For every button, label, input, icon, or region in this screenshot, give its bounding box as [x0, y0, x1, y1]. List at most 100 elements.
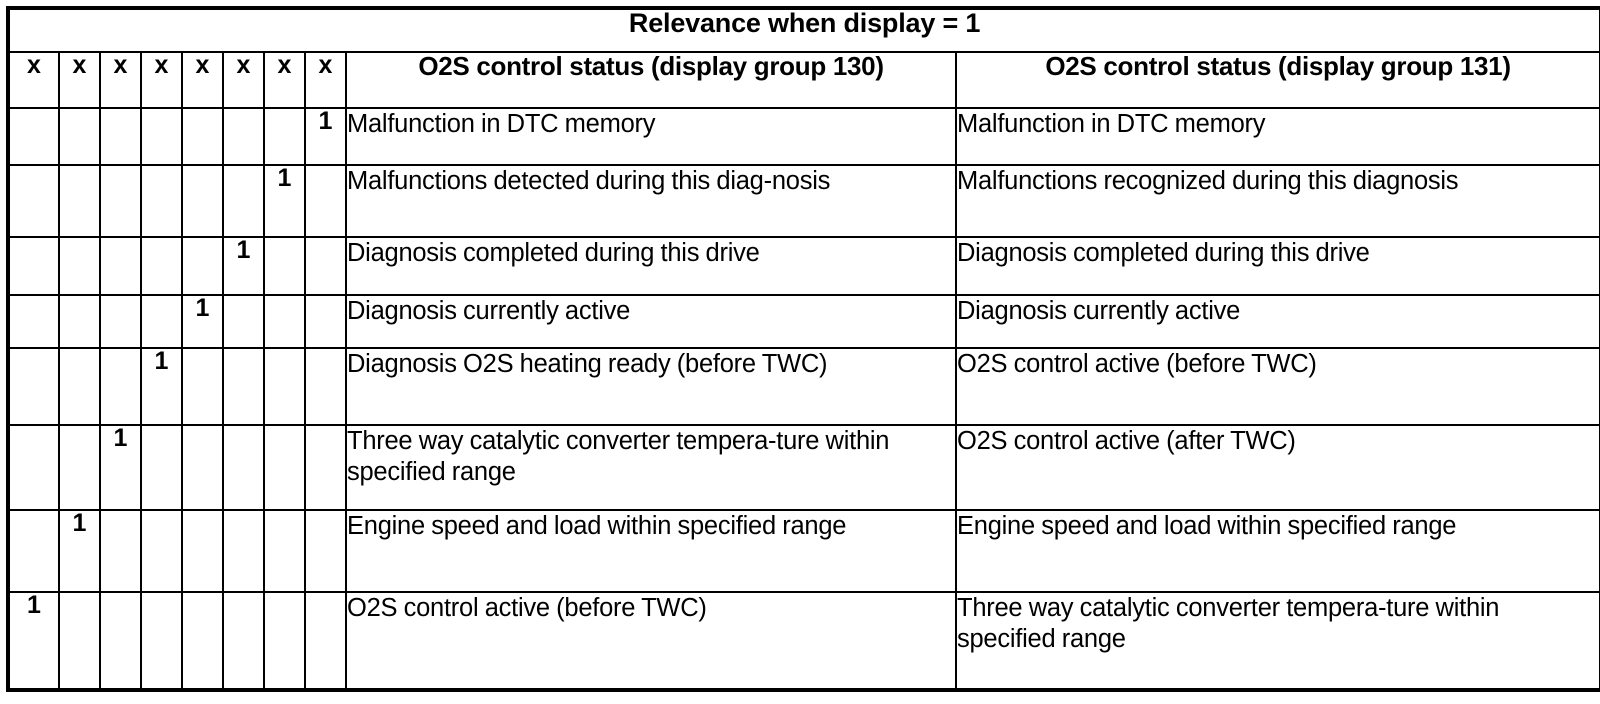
- bit-cell-6: [222, 107, 265, 166]
- table-row: 1 Engine speed and load within specified…: [7, 509, 1600, 593]
- column-header-group-131: O2S control status (display group 131): [954, 51, 1600, 109]
- bit-cell-8: [304, 347, 347, 426]
- bit-cell-4: [140, 107, 183, 166]
- bit-cell-2: [58, 424, 101, 511]
- column-header-group-130: O2S control status (display group 130): [345, 51, 957, 109]
- bit-cell-4: [140, 164, 183, 238]
- bit-marker: 1: [181, 294, 224, 349]
- bit-cell-5: [181, 347, 224, 426]
- o2s-control-status-table: Relevance when display = 1 x x x x x x x…: [6, 6, 1600, 692]
- bit-cell-3: [99, 164, 142, 238]
- bit-cell-1: [7, 107, 60, 166]
- description-group-130: Diagnosis currently active: [345, 294, 957, 349]
- bit-cell-3: [99, 347, 142, 426]
- bit-cell-1: [7, 236, 60, 296]
- bit-cell-2: [58, 294, 101, 349]
- table-row: 1 Diagnosis O2S heating ready (before TW…: [7, 347, 1600, 426]
- description-group-131: Malfunction in DTC memory: [954, 107, 1600, 166]
- bit-marker: 1: [140, 347, 183, 426]
- table-title-row: Relevance when display = 1: [6, 7, 1600, 53]
- bit-header-3: x: [99, 51, 142, 109]
- description-group-130: Diagnosis completed during this drive: [345, 236, 957, 296]
- description-group-130: Diagnosis O2S heating ready (before TWC): [345, 347, 957, 426]
- bit-cell-3: [99, 294, 142, 349]
- bit-cell-5: [181, 164, 224, 238]
- bit-cell-7: [263, 424, 306, 511]
- bit-cell-5: [181, 236, 224, 296]
- bit-cell-6: [222, 591, 265, 691]
- bit-cell-7: [263, 107, 306, 166]
- bit-cell-3: [99, 509, 142, 593]
- description-group-130: Malfunctions detected during this diag-n…: [345, 164, 957, 238]
- bit-cell-3: [99, 591, 142, 691]
- bit-cell-1: [7, 347, 60, 426]
- bit-cell-4: [140, 236, 183, 296]
- bit-cell-6: [222, 424, 265, 511]
- bit-cell-7: [263, 236, 306, 296]
- bit-cell-8: [304, 294, 347, 349]
- bit-header-5: x: [181, 51, 224, 109]
- bit-marker: 1: [99, 424, 142, 511]
- bit-cell-1: [7, 424, 60, 511]
- bit-cell-2: [58, 164, 101, 238]
- bit-cell-2: [58, 347, 101, 426]
- table-row: 1 O2S control active (before TWC) Three …: [7, 591, 1600, 691]
- bit-marker: 1: [7, 591, 60, 691]
- bit-cell-4: [140, 509, 183, 593]
- bit-cell-7: [263, 509, 306, 593]
- bit-cell-1: [7, 164, 60, 238]
- bit-cell-7: [263, 591, 306, 691]
- table-sheet: Relevance when display = 1 x x x x x x x…: [0, 6, 1600, 704]
- bit-cell-4: [140, 591, 183, 691]
- bit-cell-6: [222, 347, 265, 426]
- bit-header-8: x: [304, 51, 347, 109]
- description-group-130: O2S control active (before TWC): [345, 591, 957, 691]
- bit-marker: 1: [58, 509, 101, 593]
- bit-cell-4: [140, 294, 183, 349]
- bit-header-6: x: [222, 51, 265, 109]
- bit-cell-2: [58, 107, 101, 166]
- table-row: 1 Diagnosis currently active Diagnosis c…: [7, 294, 1600, 349]
- bit-cell-7: [263, 347, 306, 426]
- bit-cell-1: [7, 509, 60, 593]
- description-group-130: Engine speed and load within specified r…: [345, 509, 957, 593]
- bit-cell-2: [58, 591, 101, 691]
- bit-cell-3: [99, 107, 142, 166]
- bit-cell-3: [99, 236, 142, 296]
- table-row: 1 Malfunctions detected during this diag…: [7, 164, 1600, 238]
- description-group-130: Malfunction in DTC memory: [345, 107, 957, 166]
- bit-cell-5: [181, 509, 224, 593]
- bit-marker: 1: [263, 164, 306, 238]
- table-row: 1 Malfunction in DTC memory Malfunction …: [7, 107, 1600, 166]
- bit-cell-1: [7, 294, 60, 349]
- table-header-row: x x x x x x x x O2S control status (disp…: [7, 51, 1600, 109]
- table-row: 1 Diagnosis completed during this drive …: [7, 236, 1600, 296]
- bit-cell-5: [181, 107, 224, 166]
- bit-header-4: x: [140, 51, 183, 109]
- bit-marker: 1: [222, 236, 265, 296]
- bit-header-7: x: [263, 51, 306, 109]
- bit-cell-2: [58, 236, 101, 296]
- bit-header-2: x: [58, 51, 101, 109]
- bit-cell-8: [304, 424, 347, 511]
- description-group-131: O2S control active (before TWC): [954, 347, 1600, 426]
- bit-cell-5: [181, 591, 224, 691]
- description-group-131: Engine speed and load within specified r…: [954, 509, 1600, 593]
- description-group-131: O2S control active (after TWC): [954, 424, 1600, 511]
- bit-cell-8: [304, 591, 347, 691]
- table-title: Relevance when display = 1: [6, 7, 1600, 53]
- bit-cell-8: [304, 509, 347, 593]
- bit-cell-4: [140, 424, 183, 511]
- bit-cell-8: [304, 164, 347, 238]
- bit-cell-6: [222, 509, 265, 593]
- bit-cell-5: [181, 424, 224, 511]
- bit-cell-6: [222, 164, 265, 238]
- description-group-131: Diagnosis completed during this drive: [954, 236, 1600, 296]
- description-group-131: Diagnosis currently active: [954, 294, 1600, 349]
- description-group-131: Three way catalytic converter tempera-tu…: [954, 591, 1600, 691]
- bit-marker: 1: [304, 107, 347, 166]
- description-group-130: Three way catalytic converter tempera-tu…: [345, 424, 957, 511]
- table-row: 1 Three way catalytic converter tempera-…: [7, 424, 1600, 511]
- bit-cell-7: [263, 294, 306, 349]
- bit-cell-6: [222, 294, 265, 349]
